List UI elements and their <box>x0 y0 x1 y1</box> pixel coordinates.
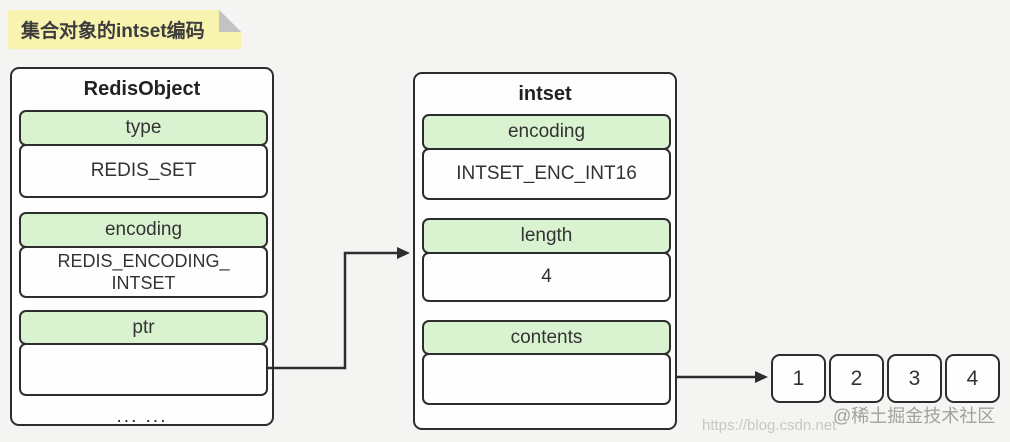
redis-object-ellipsis: ... ... <box>116 406 168 427</box>
contents-cell-3: 3 <box>887 354 942 403</box>
redis-object-field-encoding-label: encoding <box>19 212 268 248</box>
intset-field-length-label: length <box>422 218 671 254</box>
intset-field-length-value: 4 <box>422 252 671 302</box>
redis-object-field-encoding-value: REDIS_ENCODING_ INTSET <box>19 246 268 298</box>
arrow-ptr-to-intset <box>266 247 410 370</box>
title-note: 集合对象的intset编码 <box>8 10 241 49</box>
watermark-url: https://blog.csdn.net <box>702 417 837 434</box>
intset-field-contents-label: contents <box>422 320 671 355</box>
redis-object-field-type-label: type <box>19 110 268 146</box>
redis-object-field-ptr-label: ptr <box>19 310 268 345</box>
intset-field-encoding-value: INTSET_ENC_INT16 <box>422 148 671 200</box>
note-fold-corner-icon <box>219 10 241 32</box>
intset-field-contents-value <box>422 353 671 405</box>
contents-array: 1 2 3 4 <box>771 354 1000 403</box>
contents-cell-1: 1 <box>771 354 826 403</box>
contents-cell-4: 4 <box>945 354 1000 403</box>
redis-object-field-type-value: REDIS_SET <box>19 144 268 198</box>
redis-object-field-ptr-value <box>19 343 268 396</box>
redis-object-box: RedisObject type REDIS_SET encoding REDI… <box>10 67 274 427</box>
intset-title: intset <box>518 83 572 105</box>
redis-object-title: RedisObject <box>83 78 201 100</box>
watermark-site: @稀土掘金技术社区 <box>833 406 996 426</box>
title-note-text: 集合对象的intset编码 <box>21 21 205 42</box>
intset-box: intset encoding INTSET_ENC_INT16 length … <box>413 72 677 430</box>
contents-cell-2: 2 <box>829 354 884 403</box>
intset-field-encoding-label: encoding <box>422 114 671 150</box>
